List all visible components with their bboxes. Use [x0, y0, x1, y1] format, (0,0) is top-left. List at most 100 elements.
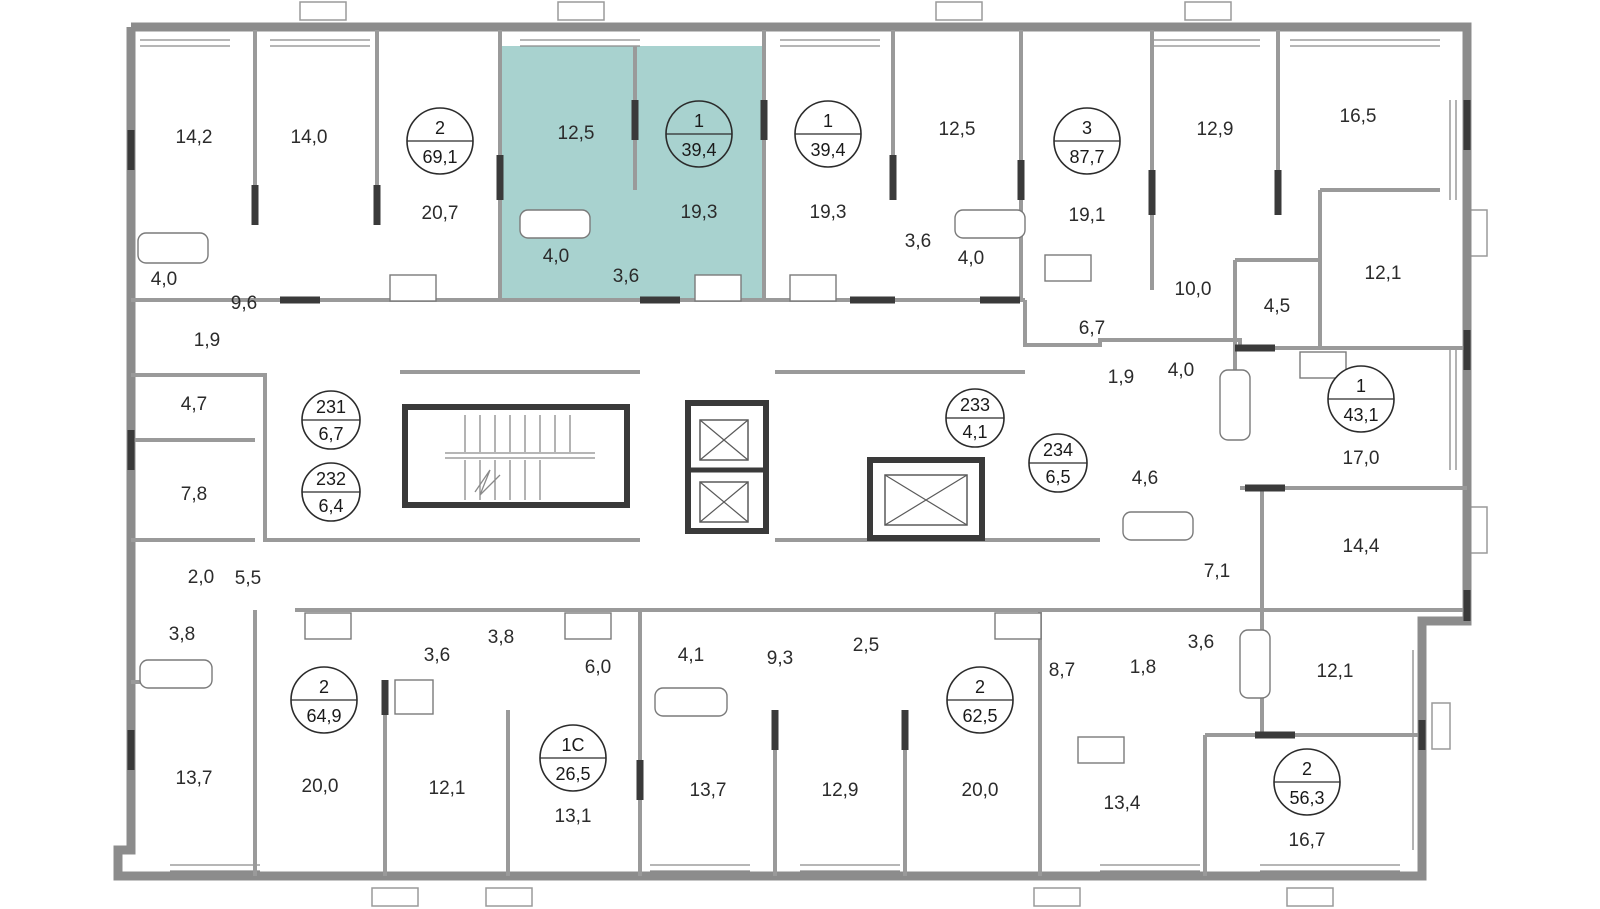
structural-accents	[127, 100, 1471, 800]
room-area: 1,9	[194, 330, 220, 351]
room-area: 13,7	[176, 768, 213, 789]
storage-area: 4,1	[962, 422, 987, 442]
room-area: 7,8	[181, 484, 207, 505]
apartment-badge[interactable]: 2 62,5	[946, 666, 1014, 734]
apartment-rooms: 2	[319, 677, 329, 697]
room-area: 12,5	[558, 123, 595, 144]
room-area: 4,7	[181, 394, 207, 415]
room-area: 14,0	[291, 127, 328, 148]
storage-badge[interactable]: 231 6,7	[301, 390, 361, 450]
room-area-labels: 14,2 14,0 20,7 12,5 19,3 4,0 3,6 19,3 12…	[151, 106, 1402, 851]
storage-number: 234	[1043, 440, 1073, 460]
room-area: 20,7	[422, 203, 459, 224]
apartment-area: 39,4	[810, 140, 845, 160]
storage-area: 6,7	[318, 424, 343, 444]
room-area: 16,5	[1340, 106, 1377, 127]
room-area: 3,6	[613, 266, 639, 287]
apartment-badges: 2 69,1 1 39,4 1 39,4 3 87,7 1 43,1	[290, 100, 1395, 816]
storage-badge[interactable]: 234 6,5	[1028, 433, 1088, 493]
apartment-badge[interactable]: 2 56,3	[1273, 748, 1341, 816]
room-area: 19,3	[810, 202, 847, 223]
room-area: 6,0	[585, 657, 611, 678]
bathroom-fixtures	[137, 209, 1347, 764]
storage-badge[interactable]: 233 4,1	[945, 388, 1005, 448]
room-area: 6,7	[1079, 318, 1105, 339]
apartment-badge[interactable]: 1 39,4	[665, 100, 733, 168]
apartment-rooms: 2	[975, 677, 985, 697]
room-area: 14,2	[176, 127, 213, 148]
room-area: 8,7	[1049, 660, 1075, 681]
storage-badge[interactable]: 232 6,4	[301, 462, 361, 522]
room-area: 17,0	[1343, 448, 1380, 469]
apartment-area: 26,5	[555, 764, 590, 784]
room-area: 4,1	[678, 645, 704, 666]
room-area: 3,6	[424, 645, 450, 666]
room-area: 12,1	[429, 778, 466, 799]
apartment-rooms: 3	[1082, 118, 1092, 138]
apartment-area: 87,7	[1069, 147, 1104, 167]
elevators	[685, 400, 985, 541]
storage-badges: 231 6,7 232 6,4 233 4,1 234 6,5	[301, 388, 1088, 522]
room-area: 2,5	[853, 635, 879, 656]
room-area: 3,8	[488, 627, 514, 648]
apartment-rooms: 1	[1356, 376, 1366, 396]
room-area: 4,0	[958, 248, 984, 269]
room-area: 4,0	[1168, 360, 1194, 381]
storage-number: 233	[960, 395, 990, 415]
room-area: 3,8	[169, 624, 195, 645]
apartment-rooms: 2	[1302, 759, 1312, 779]
storage-area: 6,4	[318, 496, 343, 516]
apartment-rooms: 2	[435, 118, 445, 138]
room-area: 20,0	[302, 776, 339, 797]
interior-walls	[131, 30, 1467, 876]
room-area: 13,4	[1104, 793, 1141, 814]
room-area: 4,0	[151, 269, 177, 290]
apartment-area: 69,1	[422, 147, 457, 167]
apartment-area: 56,3	[1289, 788, 1324, 808]
apartment-badge[interactable]: 1 39,4	[794, 100, 862, 168]
room-area: 19,1	[1069, 205, 1106, 226]
room-area: 20,0	[962, 780, 999, 801]
apartment-area: 43,1	[1343, 405, 1378, 425]
room-area: 12,1	[1365, 263, 1402, 284]
apartment-rooms: 1С	[561, 735, 584, 755]
room-area: 4,6	[1132, 468, 1158, 489]
room-area: 3,6	[1188, 632, 1214, 653]
selected-apartment-highlight	[500, 46, 764, 300]
room-area: 13,7	[690, 780, 727, 801]
room-area: 1,8	[1130, 657, 1156, 678]
room-area: 5,5	[235, 568, 261, 589]
storage-area: 6,5	[1045, 467, 1070, 487]
apartment-area: 39,4	[681, 140, 716, 160]
room-area: 16,7	[1289, 830, 1326, 851]
outer-walls	[113, 22, 1472, 881]
apartment-area: 62,5	[962, 706, 997, 726]
room-area: 3,6	[905, 231, 931, 252]
room-area: 19,3	[681, 202, 718, 223]
storage-number: 231	[316, 397, 346, 417]
room-area: 12,1	[1317, 661, 1354, 682]
room-area: 9,3	[767, 648, 793, 669]
room-area: 7,1	[1204, 561, 1230, 582]
room-area: 12,9	[1197, 119, 1234, 140]
apartment-rooms: 1	[823, 111, 833, 131]
apartment-rooms: 1	[694, 111, 704, 131]
room-area: 9,6	[231, 293, 257, 314]
storage-number: 232	[316, 469, 346, 489]
room-area: 12,9	[822, 780, 859, 801]
apartment-badge[interactable]: 1 43,1	[1327, 365, 1395, 433]
apartment-area: 64,9	[306, 706, 341, 726]
room-area: 2,0	[188, 567, 214, 588]
apartment-badge[interactable]: 2 64,9	[290, 666, 358, 734]
room-area: 14,4	[1343, 536, 1380, 557]
room-area: 4,0	[543, 246, 569, 267]
apartment-badge[interactable]: 1С 26,5	[539, 724, 607, 792]
room-area: 4,5	[1264, 296, 1290, 317]
room-area: 1,9	[1108, 367, 1134, 388]
room-area: 10,0	[1175, 279, 1212, 300]
apartment-badge[interactable]: 2 69,1	[406, 107, 474, 175]
stairwell	[402, 404, 630, 508]
apartment-badge[interactable]: 3 87,7	[1053, 107, 1121, 175]
room-area: 13,1	[555, 806, 592, 827]
